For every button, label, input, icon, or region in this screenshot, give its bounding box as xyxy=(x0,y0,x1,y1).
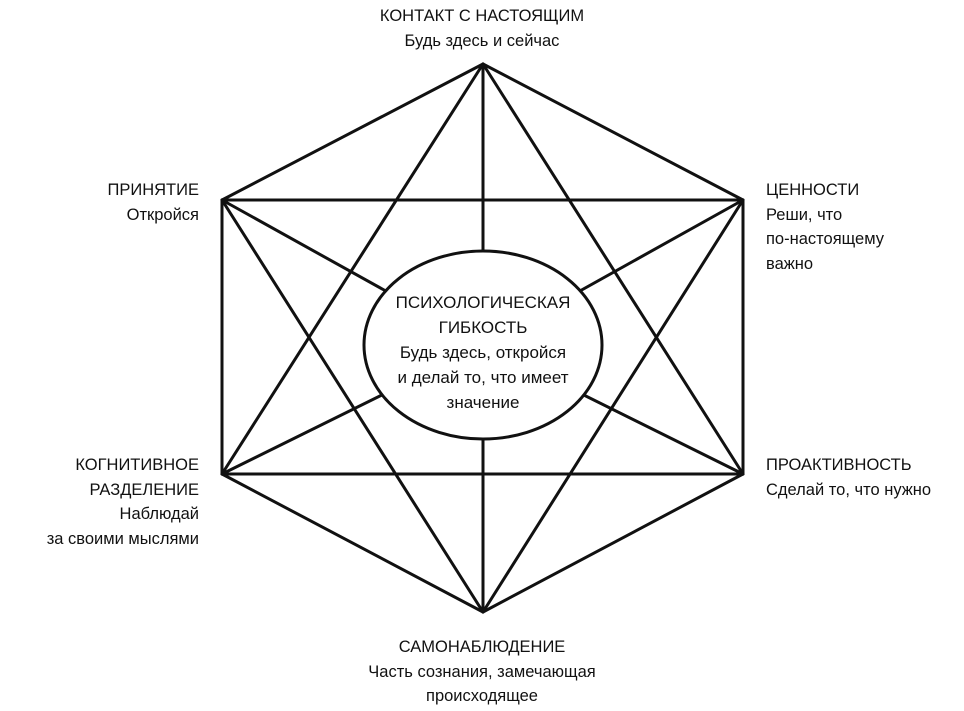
node-upper-right-subtitle-2: по-настоящему xyxy=(766,230,884,248)
node-top-title: КОНТАКТ С НАСТОЯЩИМ xyxy=(379,7,585,25)
node-lower-right-label: ПРОАКТИВНОСТЬ Сделай то, что нужно xyxy=(766,453,931,502)
node-bottom-subtitle-1: Часть сознания, замечающая xyxy=(368,662,596,681)
node-bottom-label: САМОНАБЛЮДЕНИЕ Часть сознания, замечающа… xyxy=(368,635,595,709)
hex-edge-bottom-lower-left xyxy=(220,472,485,614)
node-lower-left-subtitle-2: за своими мыслями xyxy=(46,529,199,548)
node-upper-right-subtitle-1: Реши, что xyxy=(766,205,843,224)
hex-edge-upper-left-top xyxy=(220,62,485,202)
triangle-a-edge-1 xyxy=(220,62,485,476)
node-lower-right-subtitle: Сделай то, что нужно xyxy=(766,480,932,499)
triangle-b-edge-2 xyxy=(481,198,745,614)
center-ellipse xyxy=(362,249,604,441)
hex-edge-lower-right-bottom xyxy=(481,472,745,614)
node-upper-right-title: ЦЕННОСТИ xyxy=(766,181,860,199)
node-upper-left-subtitle: Откройся xyxy=(126,205,199,224)
node-bottom-subtitle-2: происходящее xyxy=(426,687,538,705)
node-upper-left-label: ПРИНЯТИЕ Откройся xyxy=(108,178,200,227)
node-bottom-title: САМОНАБЛЮДЕНИЕ xyxy=(398,638,566,656)
center-title-1: ПСИХОЛОГИЧЕСКАЯ xyxy=(395,293,571,312)
center-label: ПСИХОЛОГИЧЕСКАЯ ГИБКОСТЬ Будь здесь, отк… xyxy=(365,290,601,415)
triangle-b-edge-1 xyxy=(220,198,485,614)
center-title-2: ГИБКОСТЬ xyxy=(438,318,528,337)
node-upper-right-label: ЦЕННОСТИ Реши, что по-настоящему важно xyxy=(766,178,884,276)
node-lower-left-title-1: КОГНИТИВНОЕ xyxy=(75,456,199,474)
node-upper-right-subtitle-3: важно xyxy=(766,254,814,273)
center-subtitle-2: и делай то, что имеет xyxy=(397,368,569,387)
node-lower-left-title-2: РАЗДЕЛЕНИЕ xyxy=(89,480,199,499)
diagram-edges xyxy=(220,62,745,614)
node-lower-left-label: КОГНИТИВНОЕ РАЗДЕЛЕНИЕ Наблюдай за своим… xyxy=(47,453,199,551)
node-top-label: КОНТАКТ С НАСТОЯЩИМ Будь здесь и сейчас xyxy=(380,4,584,53)
center-subtitle-1: Будь здесь, откройся xyxy=(399,343,567,362)
node-lower-left-subtitle-1: Наблюдай xyxy=(119,505,199,523)
node-lower-right-title: ПРОАКТИВНОСТЬ xyxy=(766,456,912,474)
triangle-a-edge-2 xyxy=(481,62,745,476)
hex-edge-top-upper-right xyxy=(481,62,745,202)
node-top-subtitle: Будь здесь и сейчас xyxy=(404,31,560,50)
node-upper-left-title: ПРИНЯТИЕ xyxy=(107,181,200,199)
center-subtitle-3: значение xyxy=(446,393,520,412)
